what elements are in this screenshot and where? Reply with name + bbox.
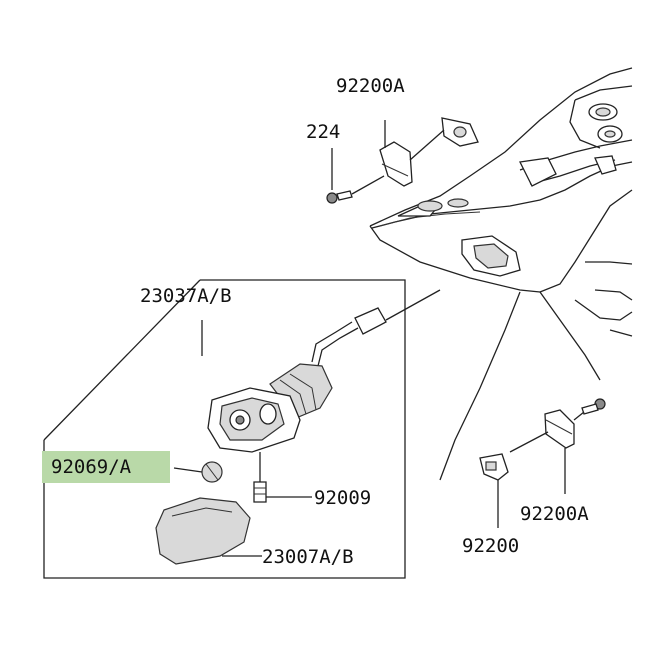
plate-nut-92200 [479, 453, 509, 528]
part-labels: 92200A 224 23037A/B 92069/A 92009 23007A… [42, 75, 589, 568]
label-92009: 92009 [314, 487, 371, 509]
label-92200A-right: 92200A [520, 503, 589, 525]
label-92200: 92200 [462, 535, 519, 557]
bracket-92200A-right [509, 398, 606, 494]
screw-92009 [253, 452, 312, 503]
bulb-92069 [173, 461, 223, 483]
highlight-92069 [42, 451, 170, 483]
bracket-92200A-top [379, 117, 479, 187]
lens-23007 [155, 497, 262, 565]
label-92069: 92069/A [51, 456, 132, 478]
bolt-224 [326, 148, 385, 204]
label-23007: 23007A/B [262, 546, 354, 568]
label-23037: 23037A/B [140, 285, 232, 307]
label-224: 224 [306, 121, 340, 143]
turn-signal-lamp-23037 [201, 289, 441, 453]
turn-signal-box [43, 279, 406, 579]
rear-fender-assembly [369, 67, 633, 481]
label-92200A-top: 92200A [336, 75, 405, 97]
